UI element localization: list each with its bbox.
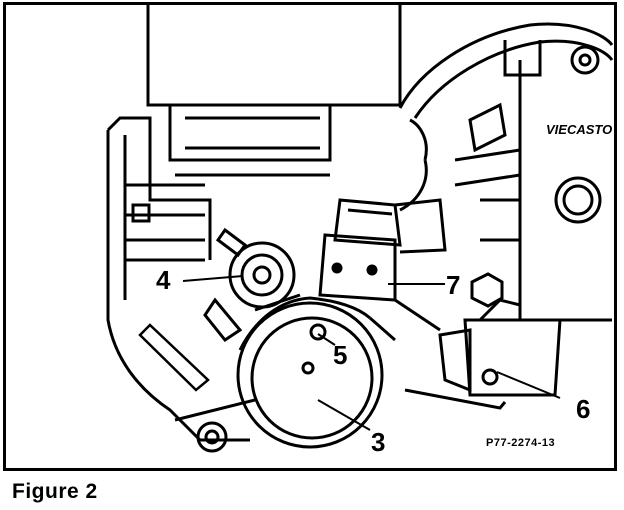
callout-4: 4 xyxy=(156,265,171,295)
leader-lines xyxy=(182,275,561,431)
part-code: P77-2274-13 xyxy=(486,437,555,449)
connector-housing xyxy=(404,298,562,410)
figure-border xyxy=(3,2,617,471)
lever-pivot xyxy=(203,227,296,343)
figure-caption: Figure 2 xyxy=(12,480,98,503)
nameplate-label: VIECASTO xyxy=(546,122,612,137)
drum-assembly xyxy=(236,293,396,449)
upper-housing xyxy=(146,4,402,177)
callout-5: 5 xyxy=(333,340,347,370)
center-block xyxy=(318,118,447,332)
bolt-head xyxy=(470,272,504,308)
callout-3: 3 xyxy=(371,427,385,457)
right-casing xyxy=(398,22,614,322)
left-bracket xyxy=(106,116,256,453)
callout-7: 7 xyxy=(446,270,460,300)
callout-6: 6 xyxy=(576,394,590,424)
